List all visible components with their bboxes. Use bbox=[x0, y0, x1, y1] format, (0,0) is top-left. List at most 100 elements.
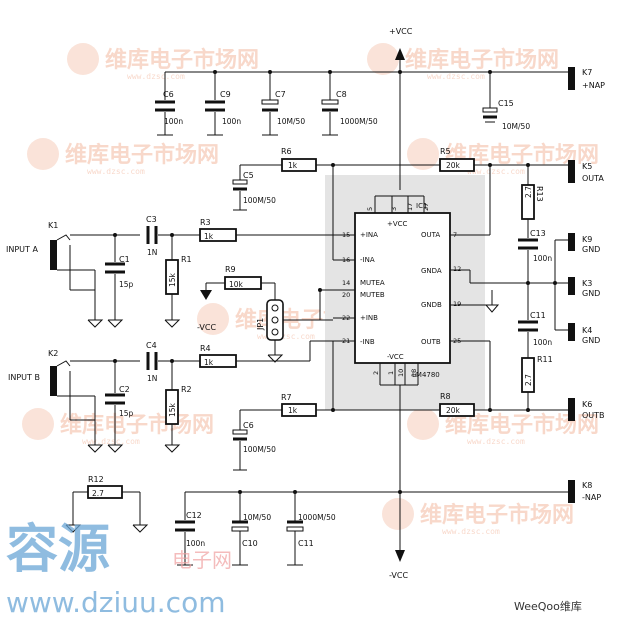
svg-text:C3: C3 bbox=[146, 215, 157, 224]
capacitor-c15: C15 10M/50 bbox=[482, 72, 530, 131]
capacitor-c7: C7 10M/50 bbox=[261, 72, 305, 136]
svg-text:17: 17 bbox=[406, 203, 414, 211]
svg-text:1: 1 bbox=[387, 371, 395, 375]
capacitor-c8: C8 1000M/50 bbox=[321, 72, 378, 136]
svg-text:C13: C13 bbox=[530, 229, 546, 238]
svg-text:+VCC: +VCC bbox=[387, 220, 408, 228]
resistor-r11: R11 2.7 bbox=[521, 355, 553, 410]
connector-k1[interactable]: K1 INPUT A bbox=[6, 221, 140, 291]
svg-text:19: 19 bbox=[453, 300, 461, 308]
svg-text:OUTB: OUTB bbox=[421, 338, 441, 346]
svg-text:K8: K8 bbox=[582, 481, 592, 490]
svg-text:C7: C7 bbox=[275, 90, 286, 99]
svg-text:LM4780: LM4780 bbox=[412, 371, 440, 379]
svg-text:-INB: -INB bbox=[360, 338, 375, 346]
svg-text:18: 18 bbox=[410, 369, 418, 377]
svg-text:15p: 15p bbox=[119, 409, 134, 418]
svg-text:www.dzsc.com: www.dzsc.com bbox=[257, 332, 315, 341]
svg-text:C4: C4 bbox=[146, 341, 157, 350]
svg-text:-VCC: -VCC bbox=[387, 353, 404, 361]
svg-text:1k: 1k bbox=[204, 232, 214, 241]
svg-text:OUTB: OUTB bbox=[582, 411, 605, 420]
svg-text:K4: K4 bbox=[582, 326, 592, 335]
svg-text:GND: GND bbox=[582, 245, 600, 254]
svg-text:27: 27 bbox=[422, 203, 430, 211]
svg-text:R4: R4 bbox=[200, 344, 211, 353]
svg-text:容源: 容源 bbox=[6, 520, 110, 580]
svg-text:R7: R7 bbox=[281, 393, 292, 402]
resistor-r6: R6 1k bbox=[240, 147, 440, 172]
svg-text:JP1: JP1 bbox=[256, 318, 265, 331]
resistor-r5: R5 20k bbox=[439, 147, 568, 172]
svg-text:IC1: IC1 bbox=[416, 202, 427, 210]
connector-k9[interactable]: K9 GND bbox=[568, 233, 600, 254]
svg-text:20k: 20k bbox=[446, 406, 461, 415]
connector-k6[interactable]: K6 OUTB bbox=[568, 398, 605, 421]
svg-text:3: 3 bbox=[390, 207, 398, 211]
svg-text:R12: R12 bbox=[88, 475, 104, 484]
svg-text:R5: R5 bbox=[440, 147, 451, 156]
resistor-r13: R13 2.7 bbox=[521, 165, 544, 238]
vcc-pos-label: +VCC bbox=[389, 27, 413, 36]
svg-text:WeeQoo维库: WeeQoo维库 bbox=[514, 600, 582, 613]
svg-text:1N: 1N bbox=[147, 248, 157, 257]
jumper-jp1[interactable]: JP1 bbox=[256, 299, 333, 363]
svg-text:20: 20 bbox=[342, 291, 350, 299]
svg-text:C15: C15 bbox=[498, 99, 514, 108]
svg-text:INPUT B: INPUT B bbox=[8, 373, 40, 382]
svg-text:10M/50: 10M/50 bbox=[277, 117, 305, 126]
svg-text:www.dzsc.com: www.dzsc.com bbox=[467, 437, 525, 446]
svg-text:C11: C11 bbox=[530, 311, 546, 320]
svg-text:C6: C6 bbox=[243, 421, 254, 430]
svg-text:电子网: 电子网 bbox=[172, 548, 232, 572]
connector-k2[interactable]: K2 INPUT B bbox=[8, 349, 140, 421]
svg-text:www.dziuu.com: www.dziuu.com bbox=[6, 586, 225, 619]
connector-k4[interactable]: K4 GND bbox=[568, 323, 600, 345]
capacitor-c3: C3 1N bbox=[146, 215, 200, 257]
svg-text:K5: K5 bbox=[582, 162, 592, 171]
svg-text:www.dzsc.com: www.dzsc.com bbox=[127, 72, 185, 81]
connector-k8[interactable]: K8 -NAP bbox=[568, 480, 601, 503]
svg-text:www.dzsc.com: www.dzsc.com bbox=[82, 437, 140, 446]
watermark-layer: 维库电子市场网 www.dzsc.com 维库电子市场网 www.dzsc.co… bbox=[22, 43, 599, 536]
svg-text:C6: C6 bbox=[163, 90, 174, 99]
resistor-r4: R4 1k bbox=[199, 340, 333, 368]
svg-text:1k: 1k bbox=[288, 161, 298, 170]
ic-leads bbox=[333, 234, 470, 342]
svg-text:C11: C11 bbox=[298, 539, 314, 548]
connector-k3[interactable]: K3 GND bbox=[568, 277, 600, 298]
vcc-pos-arrow bbox=[395, 48, 405, 60]
svg-text:www.dzsc.com: www.dzsc.com bbox=[467, 167, 525, 176]
svg-text:2.7: 2.7 bbox=[92, 489, 104, 498]
svg-text:维库电子市场网: 维库电子市场网 bbox=[65, 142, 219, 168]
watermark-tile: 维库电子市场网 www.dzsc.com bbox=[382, 498, 574, 536]
svg-text:K9: K9 bbox=[582, 235, 592, 244]
svg-text:C8: C8 bbox=[336, 90, 347, 99]
svg-text:C5: C5 bbox=[243, 171, 254, 180]
svg-text:C9: C9 bbox=[220, 90, 231, 99]
connector-k7[interactable]: K7 +NAP bbox=[490, 67, 605, 90]
ic-lm4780: IC1 LM4780 +VCC -VCC +INA -INA MUTEA MUT… bbox=[342, 195, 461, 386]
svg-text:-NAP: -NAP bbox=[582, 493, 601, 502]
svg-text:+NAP: +NAP bbox=[582, 81, 605, 90]
svg-text:1N: 1N bbox=[147, 374, 157, 383]
svg-text:GNDB: GNDB bbox=[421, 301, 442, 309]
capacitor-c1: C1 15p bbox=[105, 235, 134, 328]
svg-text:100n: 100n bbox=[222, 117, 241, 126]
svg-text:MUTEB: MUTEB bbox=[360, 291, 385, 299]
svg-text:维库电子市场网: 维库电子市场网 bbox=[405, 47, 559, 73]
svg-text:10M/50: 10M/50 bbox=[502, 122, 530, 131]
resistor-r1: R1 15k bbox=[164, 235, 192, 328]
svg-text:维库电子市场网: 维库电子市场网 bbox=[420, 502, 574, 528]
svg-text:100n: 100n bbox=[533, 254, 552, 263]
svg-text:R13: R13 bbox=[535, 186, 544, 202]
capacitor-c6: C6 100n bbox=[155, 72, 183, 136]
svg-text:C10: C10 bbox=[242, 539, 258, 548]
watermark-foreground: 容源 电子网 www.dziuu.com WeeQoo维库 bbox=[6, 520, 582, 619]
connector-k5[interactable]: K5 OUTA bbox=[568, 160, 604, 183]
svg-text:15p: 15p bbox=[119, 280, 134, 289]
resistor-r12: R12 2.7 bbox=[65, 475, 149, 533]
watermark-tile: 维库电子市场网 www.dzsc.com bbox=[27, 138, 219, 176]
svg-text:2: 2 bbox=[372, 371, 380, 375]
